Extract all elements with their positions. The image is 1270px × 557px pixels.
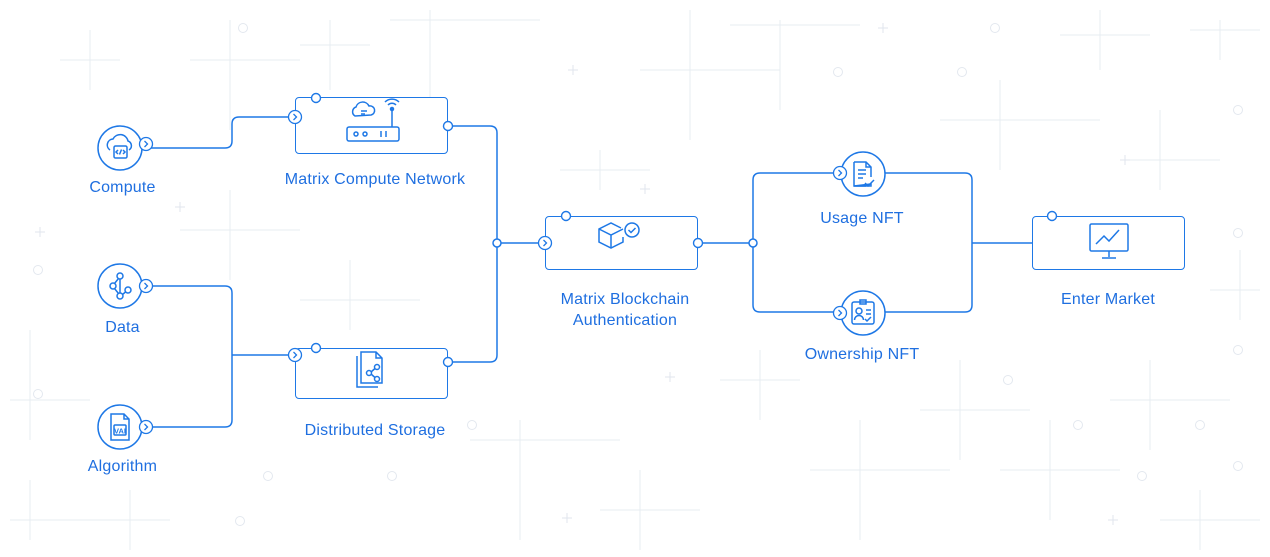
id-card-check-icon	[851, 299, 875, 325]
usage-nft-label: Usage NFT	[820, 210, 904, 227]
algorithm-doc-icon	[110, 413, 130, 441]
enter-market-box[interactable]	[1032, 216, 1185, 270]
enter-market-decor	[1046, 210, 1129, 259]
cube-check-icon	[598, 222, 640, 249]
blockchain-label-line2: Authentication	[572, 312, 678, 329]
algorithm-node[interactable]: VAI	[96, 403, 156, 451]
data-label: Data	[105, 319, 140, 336]
link-merge-right	[448, 125, 498, 363]
blockchain-decor	[537, 210, 704, 251]
algorithm-label: Algorithm	[87, 458, 158, 475]
compute-network-label: Matrix Compute Network	[284, 171, 466, 188]
blockchain-label-line1: Matrix Blockchain	[560, 291, 690, 308]
storage-decor	[287, 342, 454, 388]
usage-nft-node[interactable]	[830, 150, 890, 198]
storage-box[interactable]	[295, 348, 448, 399]
storage-share-icon	[356, 351, 383, 388]
link-compute-network	[150, 116, 290, 149]
monitor-chart-icon	[1089, 223, 1129, 259]
enter-market-label: Enter Market	[1061, 291, 1155, 308]
ownership-nft-node[interactable]	[830, 289, 890, 337]
cloud-code-icon	[106, 133, 133, 159]
data-node[interactable]	[96, 262, 156, 310]
compute-label: Compute	[89, 179, 156, 196]
storage-label: Distributed Storage	[304, 422, 446, 439]
link-data-algorithm	[150, 285, 233, 428]
cloud-router-icon	[346, 98, 400, 142]
compute-node[interactable]	[96, 124, 156, 172]
ownership-nft-label: Ownership NFT	[804, 346, 920, 363]
document-check-icon	[853, 161, 875, 188]
data-share-icon	[109, 272, 132, 300]
compute-network-decor	[287, 92, 454, 142]
svg-text:VAI: VAI	[114, 427, 126, 436]
